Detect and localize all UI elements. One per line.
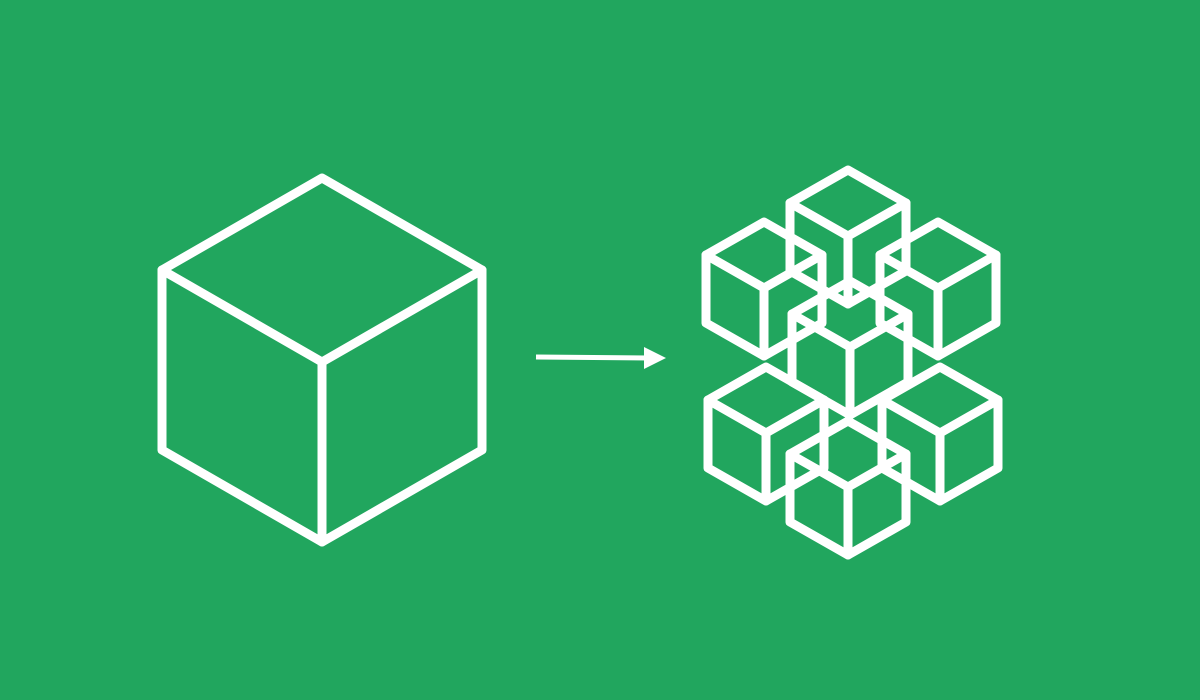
small-cube-icon bbox=[785, 165, 911, 309]
small-cube-icon bbox=[787, 276, 913, 420]
cube-face-group bbox=[157, 173, 487, 547]
arrow-head bbox=[644, 347, 666, 369]
cube-cluster-icon bbox=[701, 165, 1003, 560]
small-cube-icon bbox=[875, 217, 1001, 361]
arrow-right-icon bbox=[535, 347, 666, 369]
small-cube-icon bbox=[785, 416, 911, 560]
small-cube-icon bbox=[701, 217, 827, 361]
cube-icon bbox=[157, 173, 487, 547]
